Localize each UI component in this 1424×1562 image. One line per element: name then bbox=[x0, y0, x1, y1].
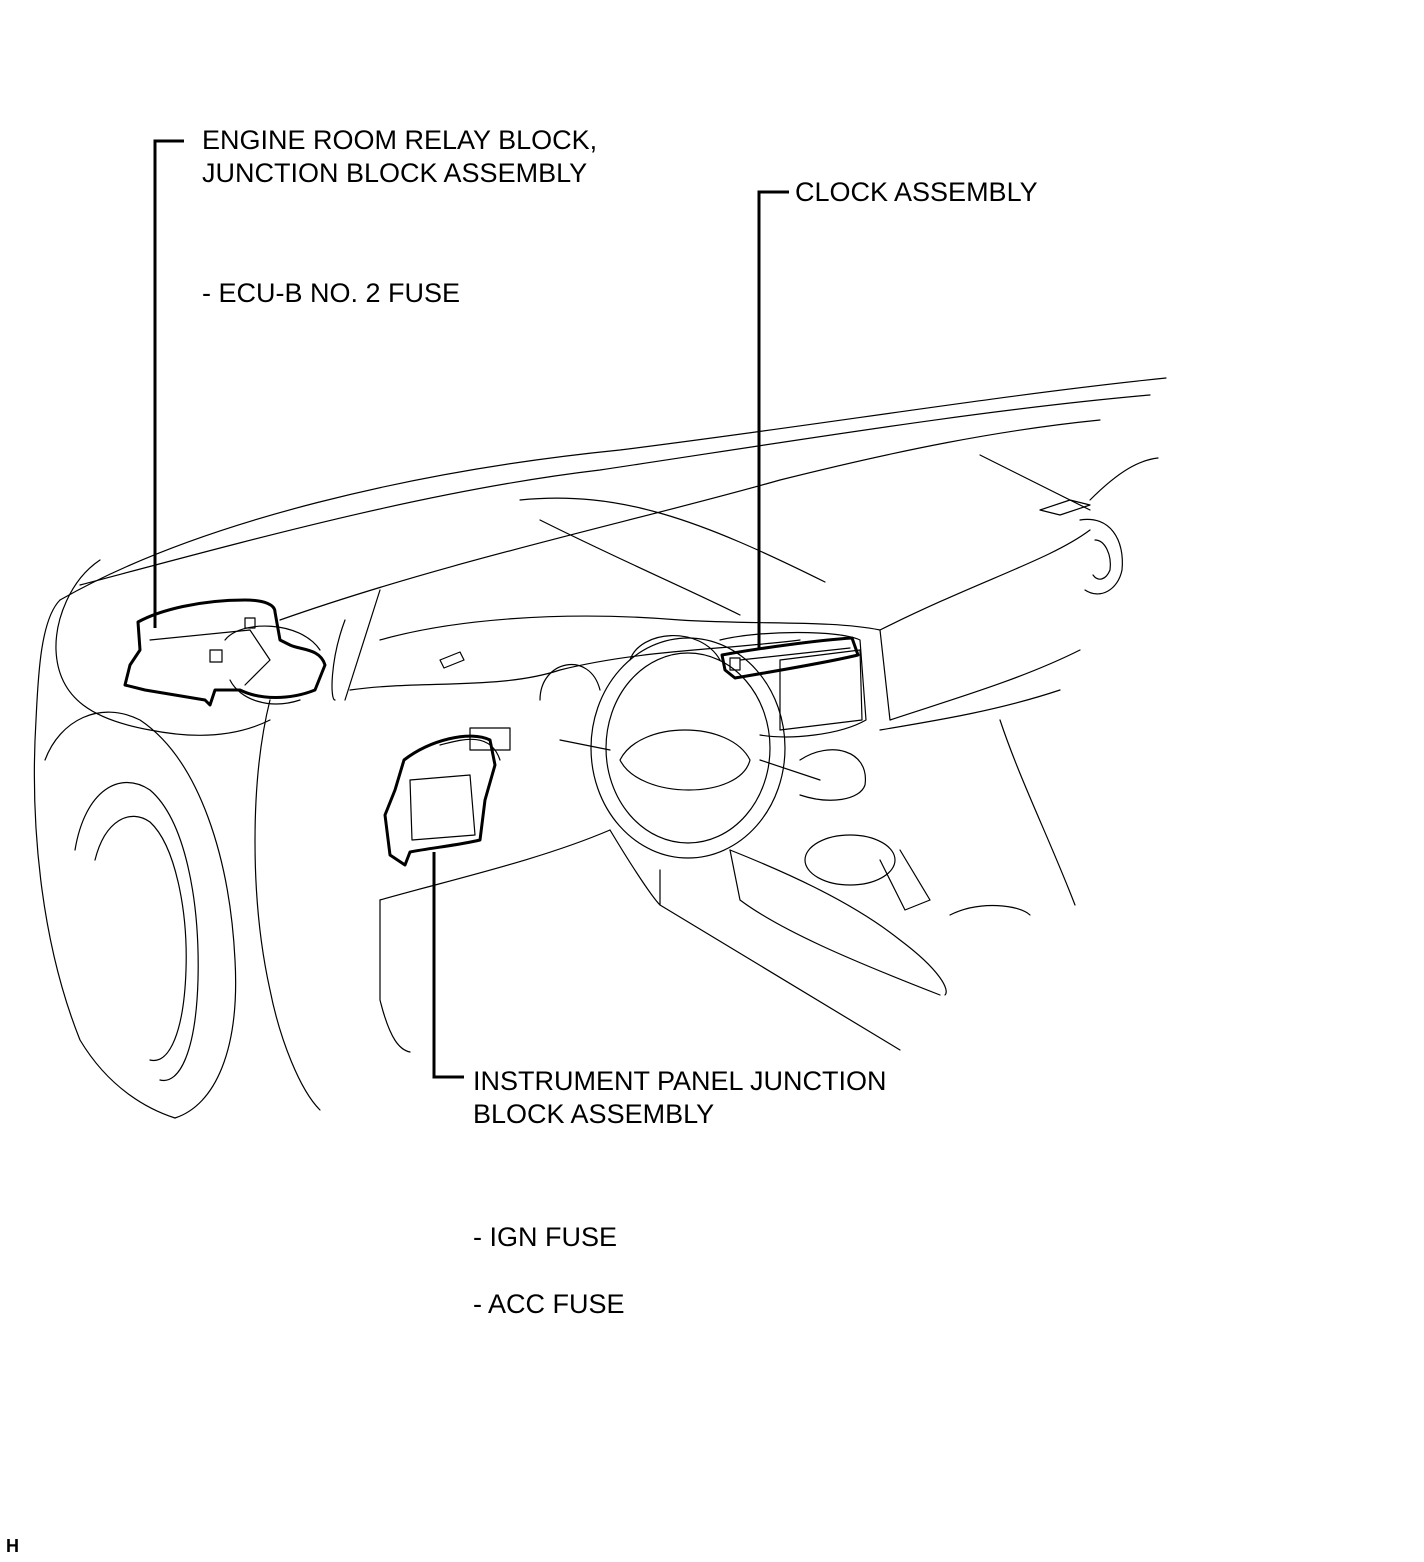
label-engine-room-line2: JUNCTION BLOCK ASSEMBLY bbox=[202, 158, 588, 188]
leader-instrument-panel bbox=[432, 852, 464, 1079]
leader-clock bbox=[757, 190, 789, 650]
label-clock-assembly: CLOCK ASSEMBLY bbox=[795, 177, 1038, 207]
corner-mark: H bbox=[6, 1536, 19, 1556]
center-console bbox=[379, 829, 1031, 1053]
front-wheel bbox=[44, 711, 237, 1119]
engine-room-relay-block bbox=[123, 598, 327, 707]
label-instrument-panel-line2: BLOCK ASSEMBLY bbox=[473, 1099, 715, 1129]
clock-assembly bbox=[720, 636, 860, 680]
front-body-outline bbox=[33, 559, 381, 1119]
leader-engine-room bbox=[153, 139, 184, 628]
windshield-outline bbox=[59, 377, 1167, 621]
steering-wheel bbox=[539, 635, 866, 859]
leader-lines bbox=[153, 139, 789, 1079]
instrument-panel-junction-block bbox=[383, 727, 511, 867]
label-ecu-b-fuse: - ECU-B NO. 2 FUSE bbox=[202, 278, 461, 308]
label-engine-room-line1: ENGINE ROOM RELAY BLOCK, bbox=[202, 125, 598, 155]
label-ign-fuse: - IGN FUSE bbox=[473, 1222, 618, 1252]
label-instrument-panel-line1: INSTRUMENT PANEL JUNCTION bbox=[473, 1066, 887, 1096]
label-acc-fuse: - ACC FUSE bbox=[473, 1289, 625, 1319]
dashboard-outline bbox=[349, 518, 1123, 906]
